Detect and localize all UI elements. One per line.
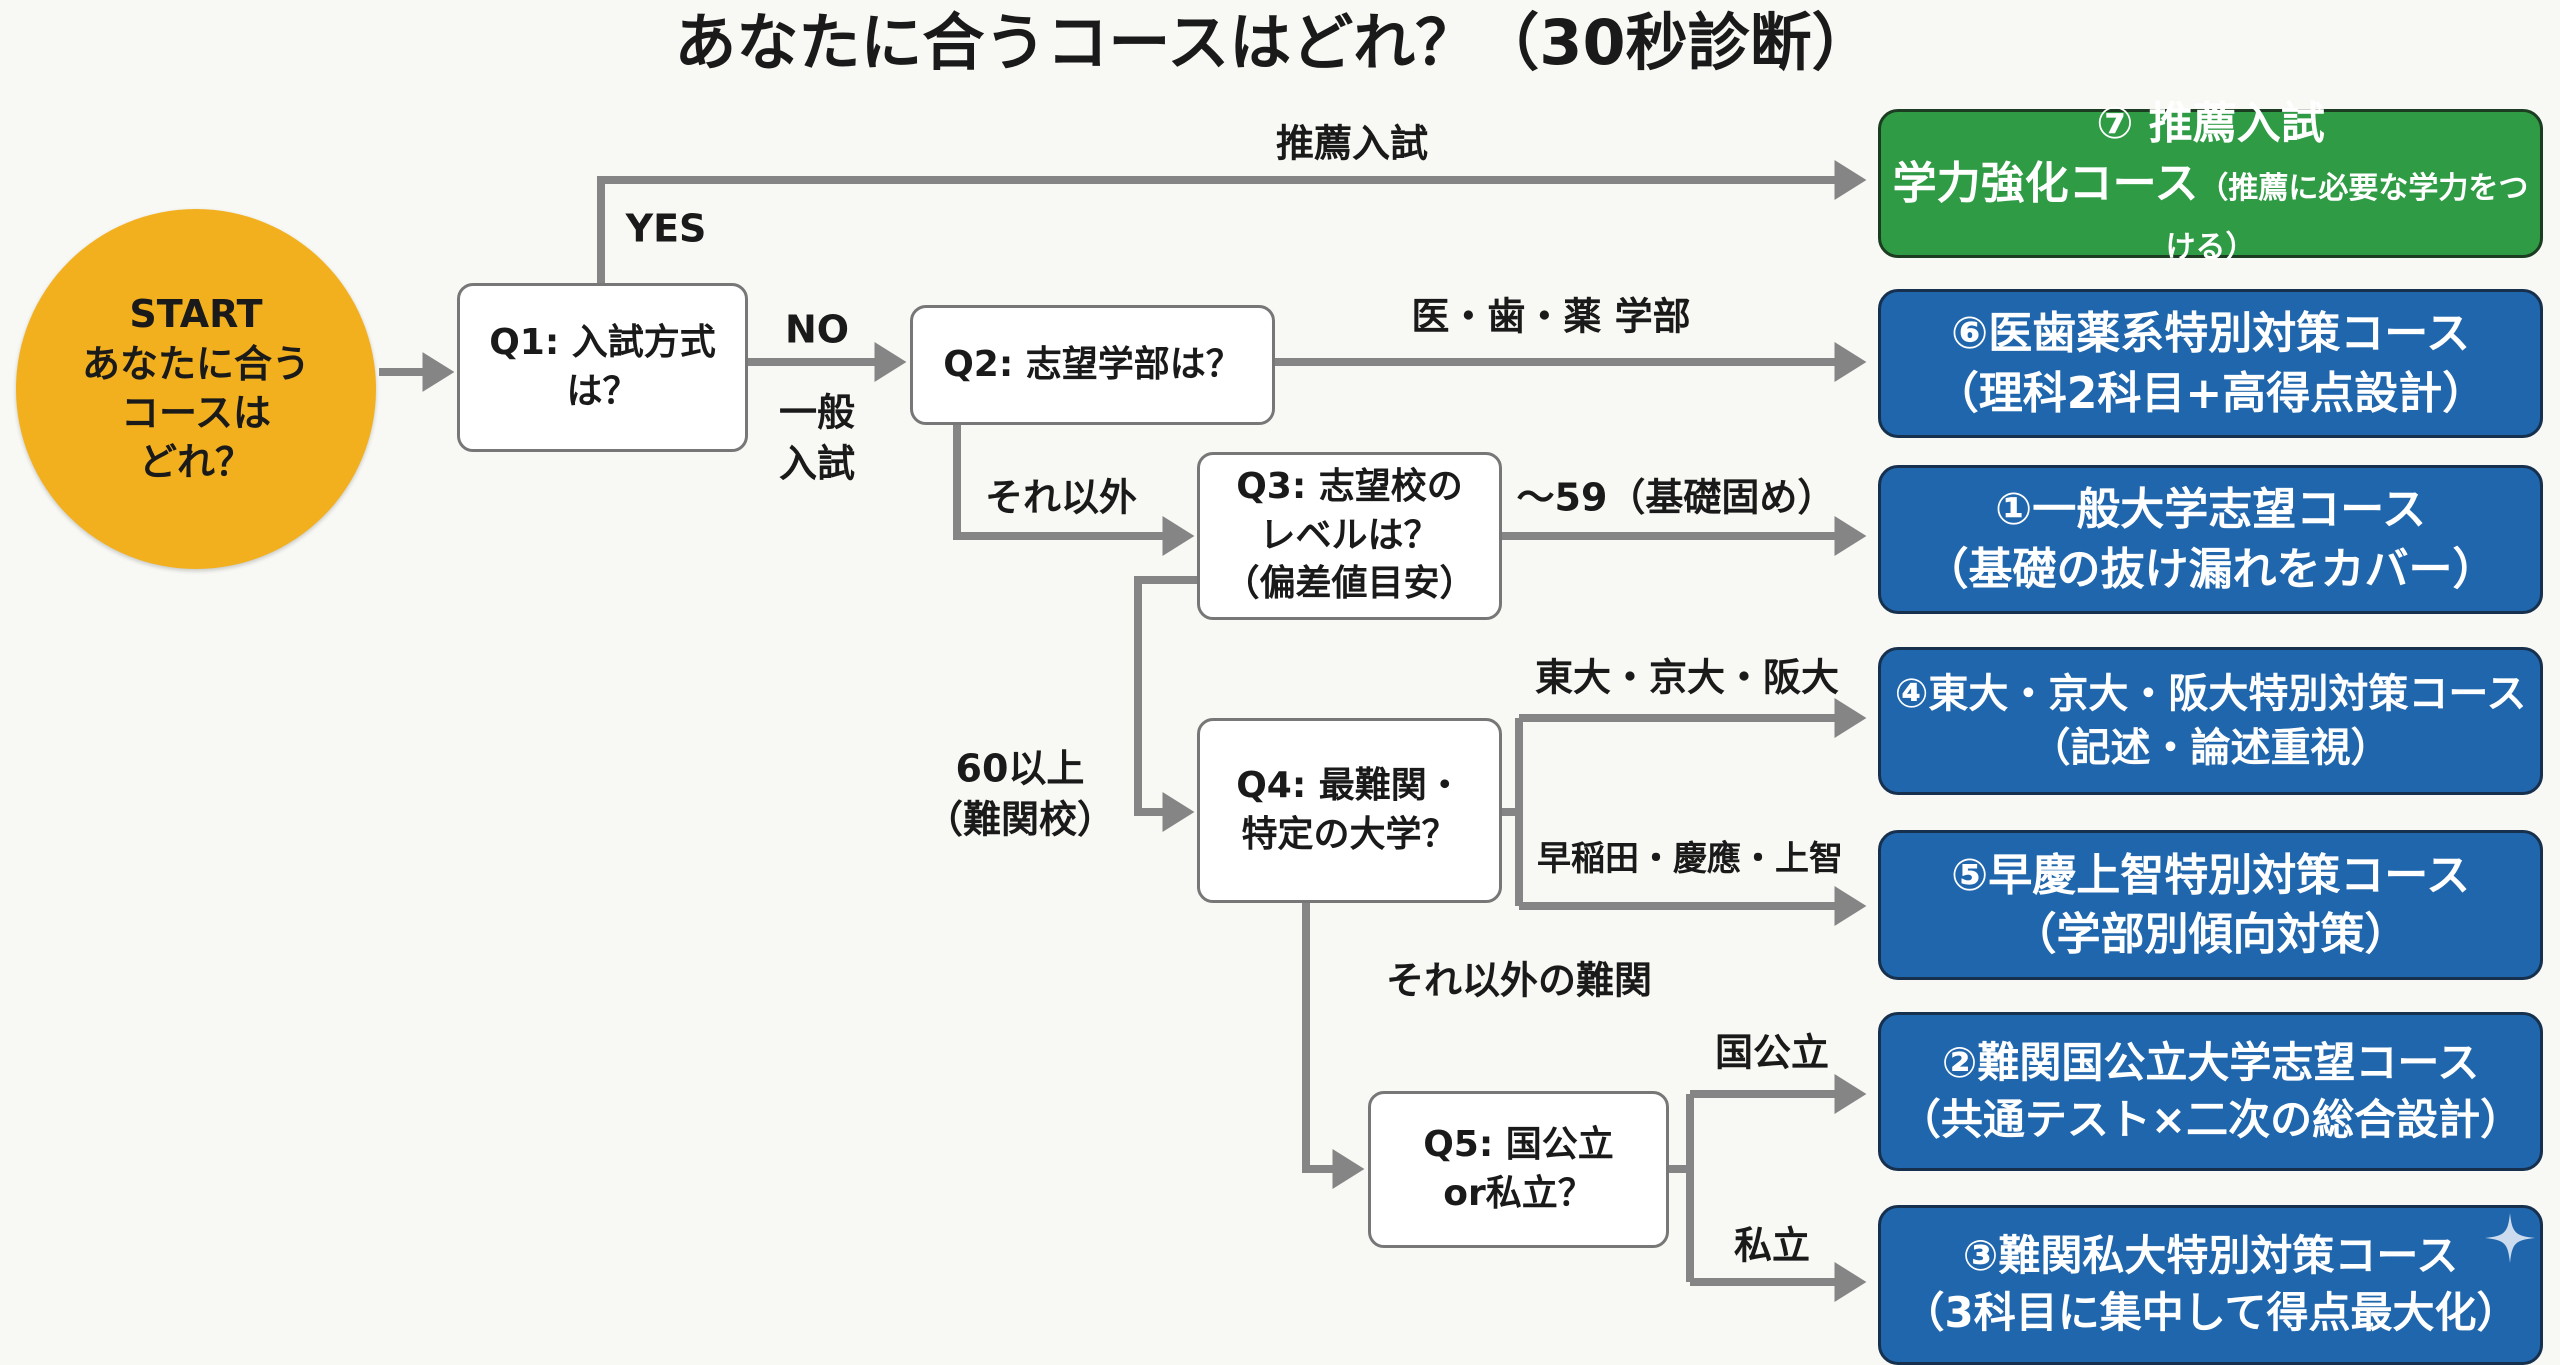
result-course-4: ④東大・京大・阪大特別対策コース （記述・論述重視） — [1878, 647, 2543, 795]
page-title: あなたに合うコースはどれ？（30秒診断） — [674, 6, 1874, 79]
label-over60-line: （難関校） — [924, 798, 1116, 842]
label-suisen: 推薦入試 — [1275, 121, 1429, 166]
start-line: コースは — [120, 391, 272, 435]
label-over60: 60以上 （難関校） — [925, 744, 1115, 847]
result-subtitle: （共通テスト×二次の総合設計） — [1898, 1094, 2523, 1144]
label-ishiyaku: 医・歯・薬 学部 — [1411, 294, 1691, 339]
label-under59: ～59（基礎固め） — [1516, 475, 1836, 520]
question-q3: Q3: 志望校の レベルは？ （偏差値目安） — [1197, 452, 1502, 620]
start-line: START — [129, 292, 263, 337]
start-line: どれ？ — [138, 440, 253, 485]
result-subtitle: （学部別傾向対策） — [2012, 909, 2409, 960]
question-q2: Q2: 志望学部は？ — [910, 305, 1275, 425]
result-title: ⑥医歯薬系特別対策コース — [1950, 308, 2471, 360]
start-line: あなたに合う — [81, 341, 310, 386]
start-node: START あなたに合う コースは どれ？ — [16, 209, 376, 569]
result-subtitle: （記述・論述重視） — [2030, 725, 2391, 771]
q1-line: は？ — [566, 370, 639, 412]
result-course-3: ③難関私大特別対策コース （3科目に集中して得点最大化） — [1878, 1205, 2543, 1365]
label-over60-line: 60以上 — [955, 746, 1085, 791]
label-ippan-line: 一般 — [778, 390, 856, 435]
result-subtitle-note: （推薦に必要な学力をつける） — [2165, 170, 2529, 266]
result-course-7: ⑦ 推薦入試 学力強化コース（推薦に必要な学力をつける） — [1878, 98, 2543, 265]
label-kokkoritsu: 国公立 — [1714, 1030, 1830, 1075]
label-ippan-line: 入試 — [778, 442, 856, 486]
question-q1: Q1: 入試方式 は？ — [457, 283, 748, 452]
result-subtitle: （理科2科目+高得点設計） — [1934, 367, 2487, 419]
edge-q1-suisen — [597, 160, 1867, 283]
result-subtitle: （基礎の抜け漏れをカバー） — [1924, 543, 2497, 595]
label-no: NO — [784, 307, 850, 352]
edge-q4-q5 — [1302, 903, 1365, 1189]
q4-line: 特定の大学？ — [1241, 813, 1458, 855]
result-title: ③難関私大特別対策コース — [1962, 1231, 2459, 1281]
label-yes: YES — [625, 206, 707, 251]
edge-q4-branch — [1502, 718, 1523, 906]
result-course-2: ②難関国公立大学志望コース （共通テスト×二次の総合設計） — [1878, 1012, 2543, 1171]
result-title: ⑤早慶上智特別対策コース — [1950, 849, 2471, 901]
result-course-6: ⑥医歯薬系特別対策コース （理科2科目+高得点設計） — [1878, 289, 2543, 438]
label-sore-igai: それ以外 — [984, 475, 1138, 520]
result-title: ①一般大学志望コース — [1994, 484, 2427, 536]
q4-line: Q4: 最難関・ — [1236, 764, 1463, 806]
result-subtitle: 学力強化コース（推薦に必要な学力をつける） — [1881, 154, 2540, 273]
result-course-1: ①一般大学志望コース （基礎の抜け漏れをカバー） — [1878, 465, 2543, 614]
edge-q5-branch — [1669, 1094, 1694, 1282]
result-title: ②難関国公立大学志望コース — [1941, 1037, 2480, 1087]
q2-line: Q2: 志望学部は？ — [943, 343, 1242, 385]
sparkle-icon — [2485, 1213, 2535, 1263]
q1-line: Q1: 入試方式 — [489, 321, 716, 363]
label-other-nankan: それ以外の難関 — [1385, 958, 1653, 1003]
edge-q2-q3 — [953, 425, 1195, 556]
result-title: ④東大・京大・阪大特別対策コース — [1894, 671, 2527, 717]
label-ippan: 一般 入試 — [779, 388, 855, 491]
label-soukei: 早稲田・慶應・上智 — [1537, 839, 1843, 880]
question-q5: Q5: 国公立 or私立？ — [1368, 1091, 1669, 1248]
result-subtitle: （3科目に集中して得点最大化） — [1902, 1288, 2519, 1337]
q3-line: レベルは？ — [1259, 514, 1440, 556]
q3-line: Q3: 志望校の — [1236, 466, 1463, 508]
edge-q3-q4 — [1134, 576, 1197, 832]
q3-line: （偏差値目安） — [1223, 563, 1476, 605]
result-course-5: ⑤早慶上智特別対策コース （学部別傾向対策） — [1878, 830, 2543, 980]
question-q4: Q4: 最難関・ 特定の大学？ — [1197, 718, 1502, 903]
q5-line: Q5: 国公立 — [1423, 1123, 1614, 1165]
q5-line: or私立？ — [1443, 1172, 1594, 1214]
result-title: ⑦ 推薦入試 — [2096, 98, 2325, 150]
label-todai: 東大・京大・阪大 — [1534, 655, 1840, 700]
label-shiritsu: 私立 — [1733, 1223, 1811, 1268]
result-subtitle-main: 学力強化コース — [1892, 157, 2199, 209]
